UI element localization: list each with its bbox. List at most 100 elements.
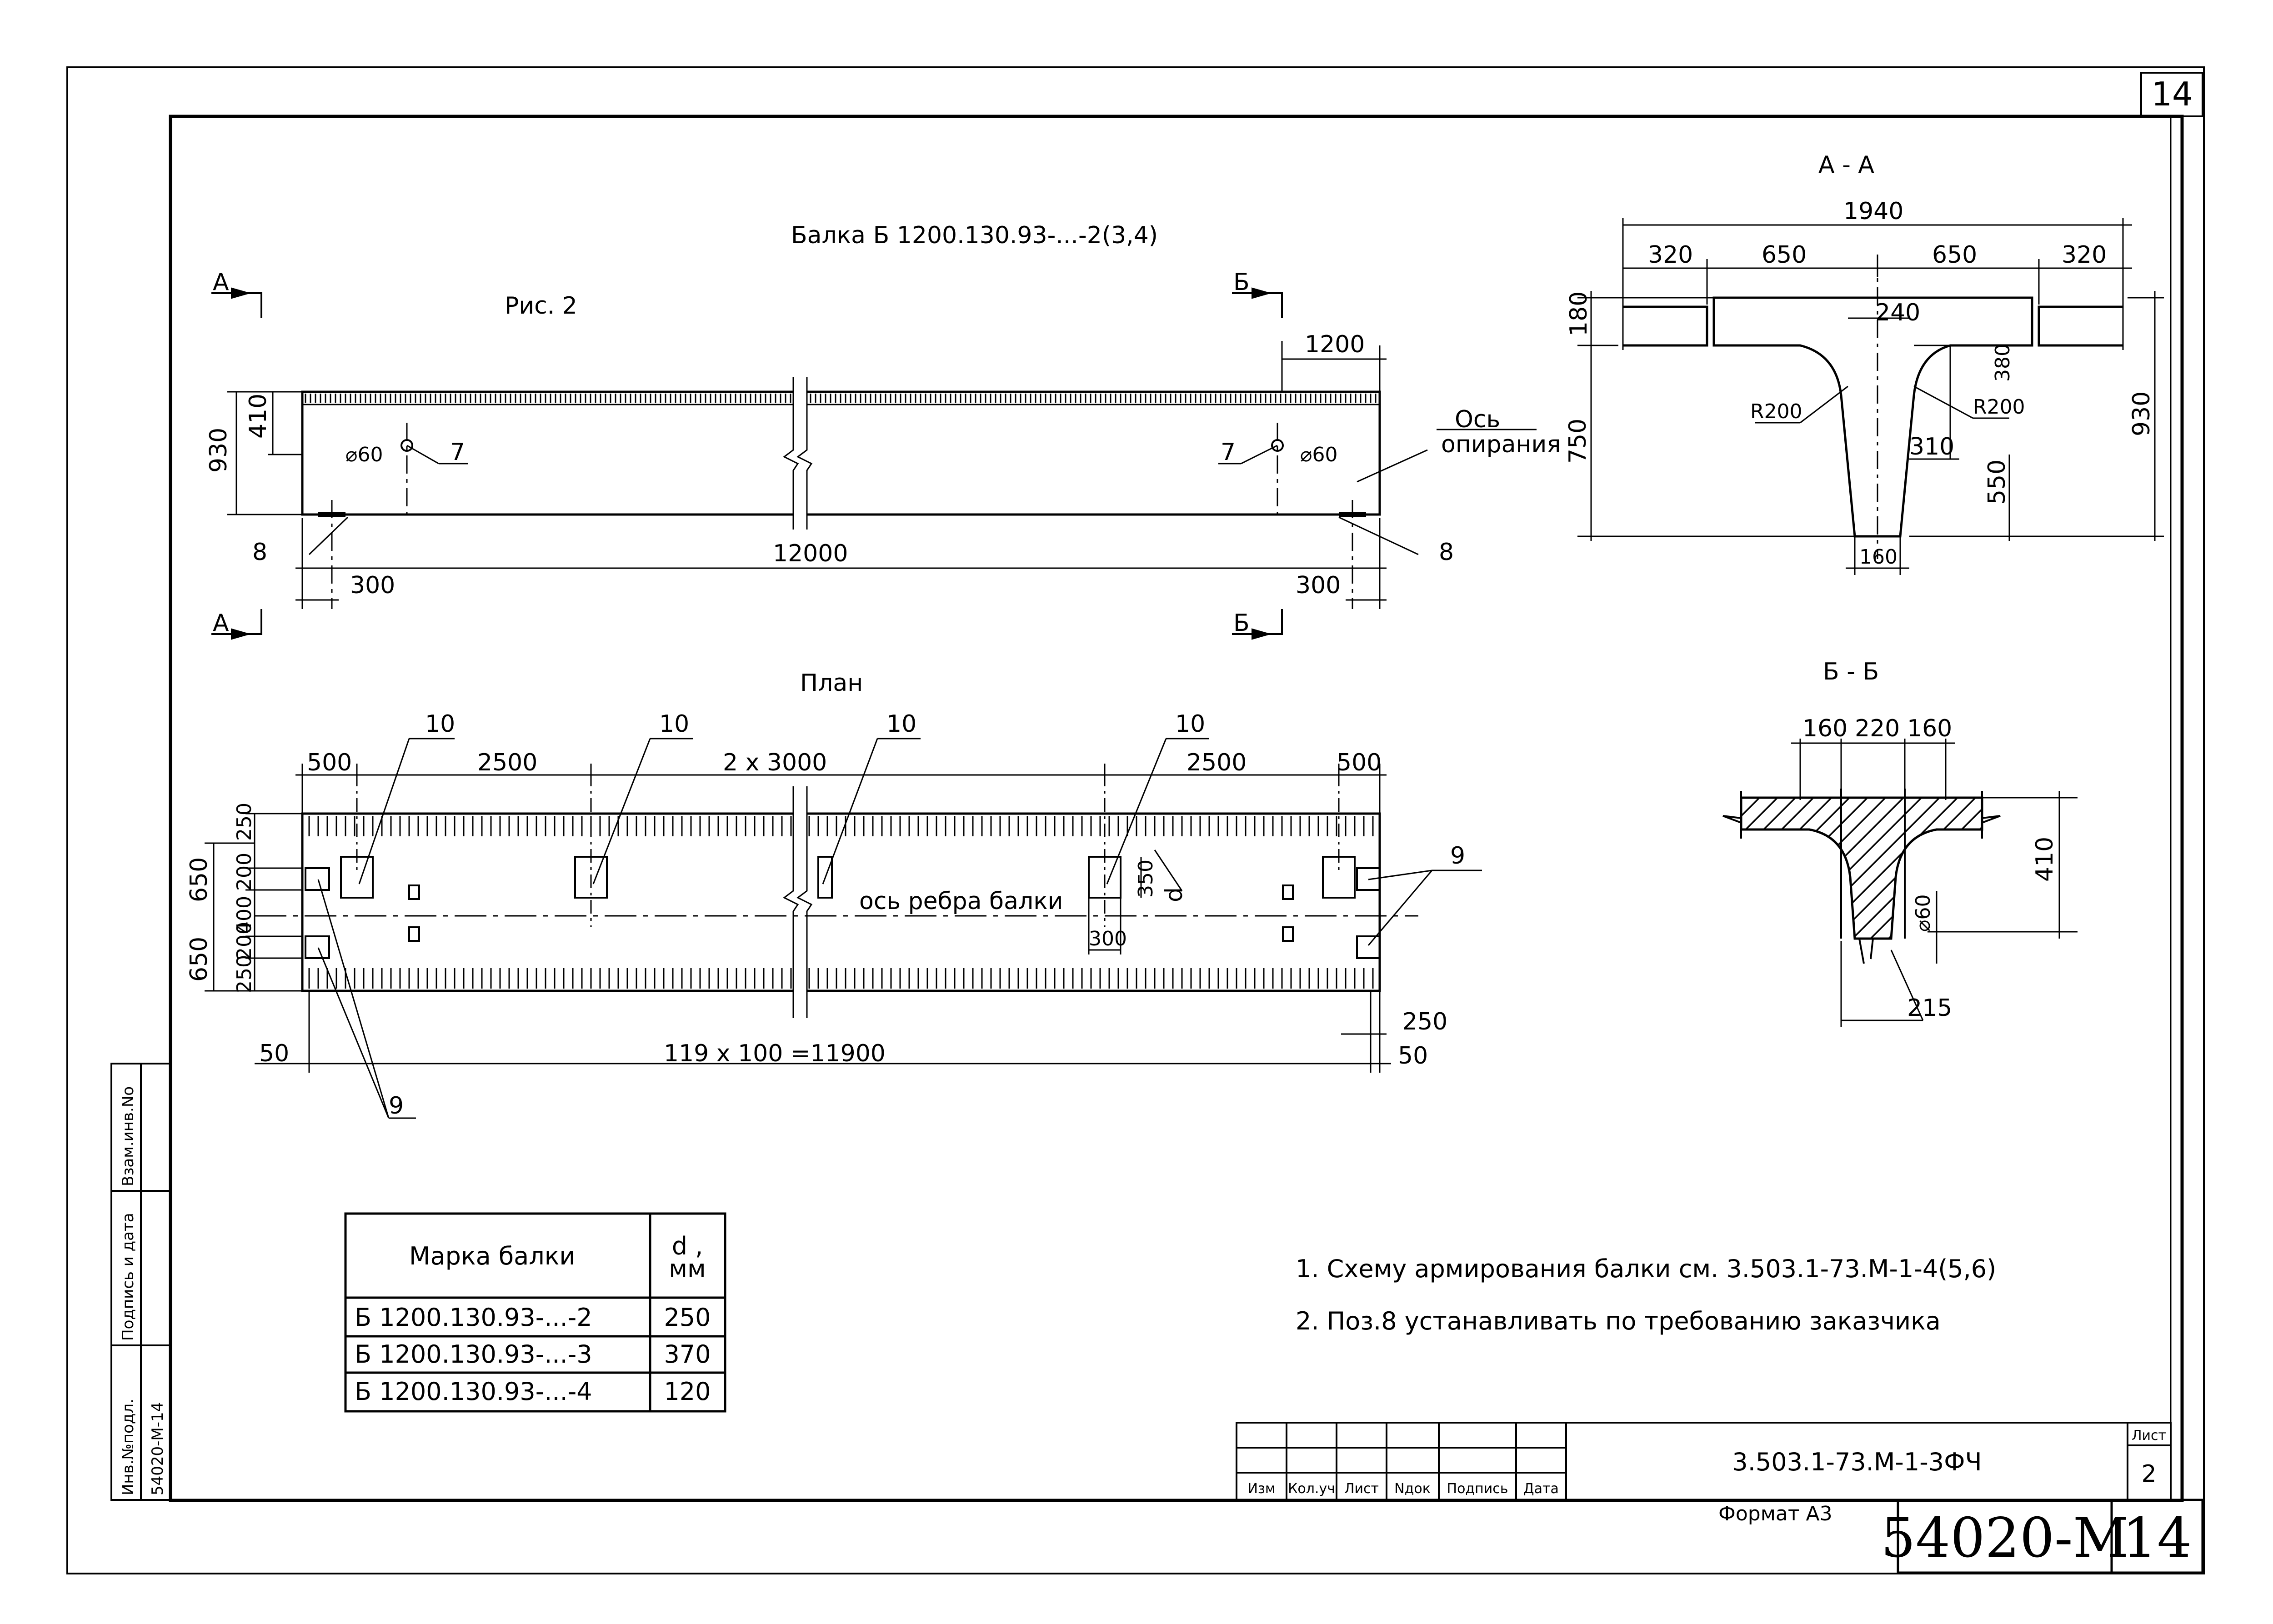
bb-hole-diameter: ⌀60	[1912, 894, 1935, 932]
section-bb: Б - Б 160 220 160 410 ⌀60 215	[1722, 658, 2078, 1027]
plan-dim-2500-left: 2500	[477, 749, 537, 776]
pos7-left: 7	[450, 439, 465, 466]
section-bb-dimensions	[1791, 739, 2078, 1027]
rib-axis-label: ось ребра балки	[859, 888, 1063, 915]
aa-dim-160: 160	[1859, 545, 1898, 569]
pos7-right: 7	[1221, 439, 1236, 466]
plan-small-openings	[408, 884, 1294, 942]
plan-dim-500-right: 500	[1337, 749, 1382, 776]
pos10-label-2: 10	[659, 710, 689, 738]
hole-leaders	[308, 445, 1428, 555]
plan-dim-2x3000: 2 x 3000	[723, 749, 827, 776]
pos10-label-3: 10	[886, 710, 916, 738]
beam-marks-table	[344, 1212, 726, 1413]
tb-sheet-value: 2	[2141, 1460, 2156, 1488]
section-aa-dimensions	[1577, 218, 2164, 575]
tb-col-koluch: Кол.уч	[1288, 1481, 1335, 1497]
table-cell-mark: Б 1200.130.93-...-3	[355, 1340, 592, 1369]
title-block	[1236, 1422, 2204, 1574]
section-b-bottom-letter: Б	[1233, 610, 1250, 637]
aa-dim-180: 180	[1565, 291, 1592, 336]
plan-dim-350: 350	[1134, 859, 1157, 898]
section-bb-hatched-body	[1740, 796, 1983, 940]
sheet-frames	[66, 66, 2205, 1574]
bb-dim-215: 215	[1907, 994, 1952, 1022]
tb-col-podpis: Подпись	[1447, 1481, 1508, 1497]
archive-code: 54020-М	[1881, 1507, 2128, 1570]
section-b-top-letter: Б	[1233, 269, 1250, 296]
plan-plate-centerlines	[356, 773, 1340, 927]
pos8-right: 8	[1439, 539, 1454, 566]
aa-r200-right: R200	[1973, 395, 2025, 419]
table-cell-d: 120	[664, 1377, 711, 1406]
table-header-d: d ,мм	[669, 1232, 706, 1283]
aa-dim-750: 750	[1564, 419, 1592, 464]
dim-left-support-300: 300	[350, 572, 395, 599]
aa-dim-380: 380	[1991, 344, 2014, 382]
aa-dim-320-left: 320	[1648, 241, 1693, 269]
flange-tick-marks	[305, 394, 1377, 403]
side-stamp	[110, 1063, 171, 1501]
side-stamp-label-2: Подпись и дата	[119, 1213, 137, 1341]
plan-dim-500-left: 500	[307, 749, 352, 776]
table-header-mark: Марка балки	[409, 1242, 575, 1270]
plan-dim-200-bottom: 200	[233, 922, 256, 960]
tb-sheet-label: Лист	[2132, 1428, 2166, 1444]
support-axis-label-1: Ось	[1455, 406, 1500, 433]
plan-title: План	[800, 670, 863, 697]
section-aa: А - А	[1564, 151, 2164, 575]
plan-dim-50-left: 50	[259, 1040, 289, 1067]
elevation-centerlines	[331, 423, 1353, 609]
table-cell-mark: Б 1200.130.93-...-2	[355, 1303, 592, 1332]
plan-leaders	[317, 738, 1482, 1119]
plan-dim-250-top: 250	[233, 803, 256, 841]
aa-dim-1940: 1940	[1843, 198, 1903, 225]
side-stamp-value: 54020-М-14	[149, 1402, 167, 1495]
plan-support-plates	[305, 867, 1381, 959]
dim-flange-410: 410	[245, 394, 272, 439]
section-a-top-letter: А	[213, 269, 229, 296]
elevation-dimensions	[227, 341, 1387, 609]
bb-dim-160-left: 160	[1802, 715, 1847, 742]
tb-col-data: Дата	[1523, 1481, 1559, 1497]
hole-right	[1271, 439, 1284, 452]
aa-dim-650-left: 650	[1762, 241, 1807, 269]
hole-right-diameter: ⌀60	[1300, 443, 1337, 466]
bb-dim-220: 220	[1855, 715, 1900, 742]
section-marker-b-top	[1232, 287, 1283, 318]
archive-sheet-number: 14	[2123, 1507, 2192, 1570]
tb-col-ndok: Nдок	[1394, 1481, 1431, 1497]
section-marker-a-top	[211, 287, 262, 318]
document-designation: 3.503.1-73.М-1-3ФЧ	[1732, 1448, 1982, 1476]
aa-dim-240: 240	[1875, 299, 1920, 326]
beam-elevation-outline	[301, 377, 1381, 530]
corner-sheet-number: 14	[2151, 75, 2193, 113]
dim-right-support-300: 300	[1296, 572, 1341, 599]
aa-dim-930: 930	[2128, 391, 2155, 436]
section-bb-lines	[1722, 789, 2001, 964]
aa-dim-320-right: 320	[2062, 241, 2107, 269]
pos10-label-1: 10	[425, 710, 455, 738]
elevation-title: Балка Б 1200.130.93-...-2(3,4)	[791, 222, 1158, 249]
aa-dim-650-right: 650	[1932, 241, 1977, 269]
plan-dimensions	[205, 764, 1391, 1073]
plan-outline	[301, 786, 1381, 1018]
note-1: 1. Схему армирования балки см. 3.503.1-7…	[1296, 1254, 1996, 1283]
pos10-label-4: 10	[1175, 710, 1205, 738]
plan-view: План ось ребра балки	[185, 670, 1482, 1119]
plan-dim-2500-right: 2500	[1187, 749, 1247, 776]
support-axis-label-2: опирания	[1441, 431, 1561, 458]
table-cell-mark: Б 1200.130.93-...-4	[355, 1377, 592, 1406]
bb-dim-160-right: 160	[1907, 715, 1952, 742]
section-a-bottom-letter: А	[213, 610, 229, 637]
embedded-plates	[340, 856, 1356, 899]
plan-tick-marks-top	[308, 816, 1374, 836]
section-marker-a-bottom	[211, 609, 262, 640]
plan-dim-50-right: 50	[1398, 1042, 1428, 1069]
dim-height-930: 930	[205, 428, 232, 473]
plan-dim-total: 119 x 100 =11900	[664, 1040, 886, 1067]
plan-dim-d: d	[1161, 887, 1188, 902]
bb-dim-410: 410	[2031, 837, 2058, 882]
